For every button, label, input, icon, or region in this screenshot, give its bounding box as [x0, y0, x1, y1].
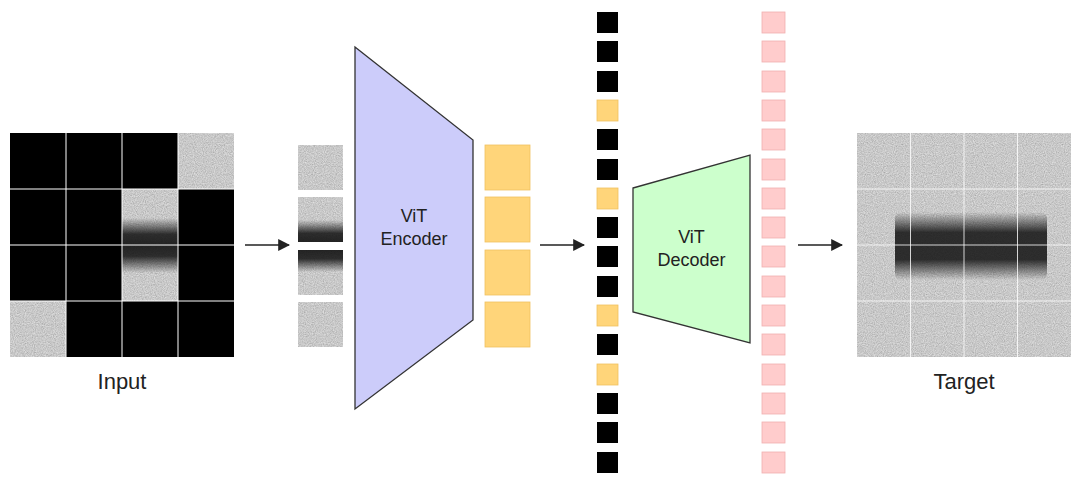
image-caption: Target — [817, 369, 1071, 395]
visible-patches — [298, 145, 343, 347]
block-label: ViT Encoder — [380, 205, 447, 252]
text-holder: ViT Decoder — [633, 155, 750, 343]
text-holder: ViT Encoder — [355, 47, 473, 409]
flow-arrows — [245, 244, 842, 246]
decoder-block: ViT Decoder — [633, 155, 750, 343]
input-image — [10, 133, 234, 357]
target-image-node: Target — [857, 133, 1071, 357]
decoder-outputs — [762, 12, 785, 473]
trapezoid-outline — [355, 47, 473, 409]
target-image — [857, 133, 1071, 357]
input-image-node: Input — [10, 133, 234, 357]
block-label: ViT Decoder — [657, 226, 725, 273]
token-sequence — [597, 12, 618, 473]
trapezoid-shape — [633, 155, 750, 343]
trapezoid-outline — [633, 155, 750, 343]
image-caption: Input — [0, 369, 274, 395]
trapezoid-shape — [355, 47, 473, 409]
encoder-block: ViT Encoder — [355, 47, 473, 409]
encoded-tokens — [485, 145, 530, 347]
